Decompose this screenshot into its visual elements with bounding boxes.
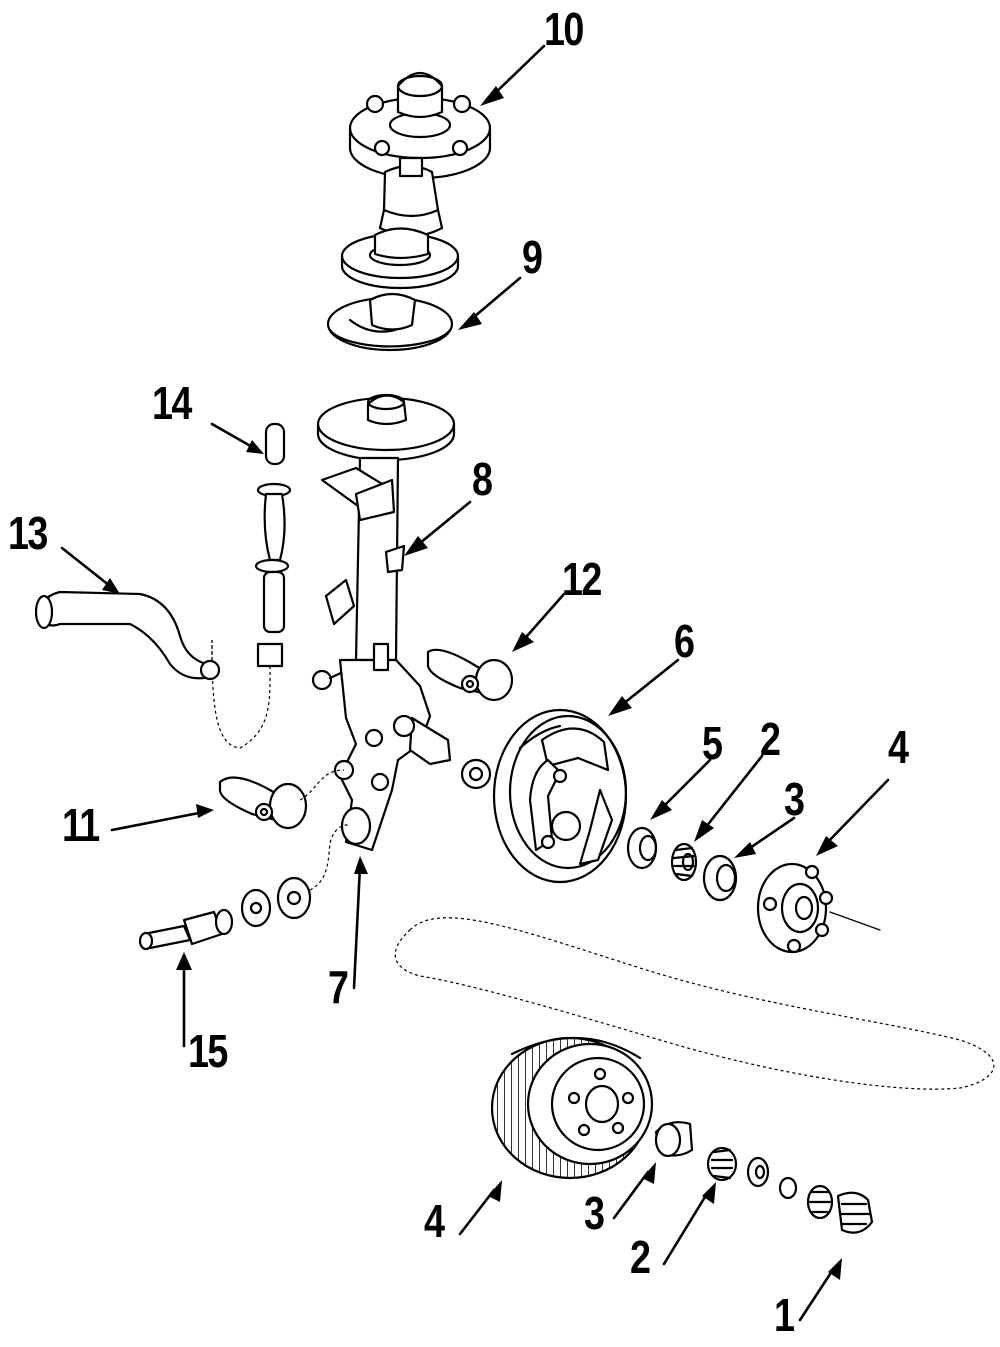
callout-9: 9 [522, 231, 543, 283]
callout-7: 7 [328, 961, 349, 1013]
thrust-washer [746, 1156, 770, 1188]
stabilizer-bar [34, 590, 221, 681]
brake-backing-plate [492, 708, 628, 884]
callout-4-upper: 4 [888, 721, 909, 773]
callout-6: 6 [674, 615, 695, 667]
callout-8: 8 [472, 453, 493, 505]
bearing-race-lower [654, 1121, 694, 1158]
callout-4-lower: 4 [424, 1195, 445, 1247]
callout-13: 13 [8, 507, 48, 559]
assembly-loop [394, 917, 995, 1090]
strut-bumper [378, 156, 444, 238]
steering-knuckle [333, 642, 492, 852]
callout-1: 1 [774, 1289, 795, 1341]
spring-insulator [326, 292, 454, 352]
tie-rod-end-right [426, 648, 514, 702]
callout-14: 14 [152, 377, 192, 429]
dust-cap [836, 1191, 874, 1234]
stabilizer-link [211, 422, 292, 749]
grease-seal [626, 826, 658, 870]
callout-15: 15 [188, 1025, 228, 1077]
brake-drum [490, 1036, 654, 1180]
callout-5: 5 [702, 717, 723, 769]
strut-assembly [311, 393, 456, 691]
callout-2-upper: 2 [760, 713, 781, 765]
callout-11: 11 [62, 799, 100, 851]
inner-bearing [670, 842, 698, 882]
spring-seat [340, 227, 460, 290]
callout-12: 12 [562, 553, 602, 605]
upper-strut-mount [348, 71, 492, 180]
callout-3-lower: 3 [584, 1187, 605, 1239]
bearing-race-upper [702, 854, 738, 902]
tie-rod-end-left [218, 769, 345, 830]
callout-3-upper: 3 [784, 773, 805, 825]
adjusting-nut [778, 1176, 834, 1220]
callout-2-lower: 2 [630, 1231, 651, 1283]
callout-10: 10 [544, 3, 584, 55]
wheel-hub [756, 862, 881, 954]
outer-bearing [706, 1146, 738, 1182]
ball-joint-stud [138, 824, 351, 951]
leader-arrows [60, 44, 890, 1322]
